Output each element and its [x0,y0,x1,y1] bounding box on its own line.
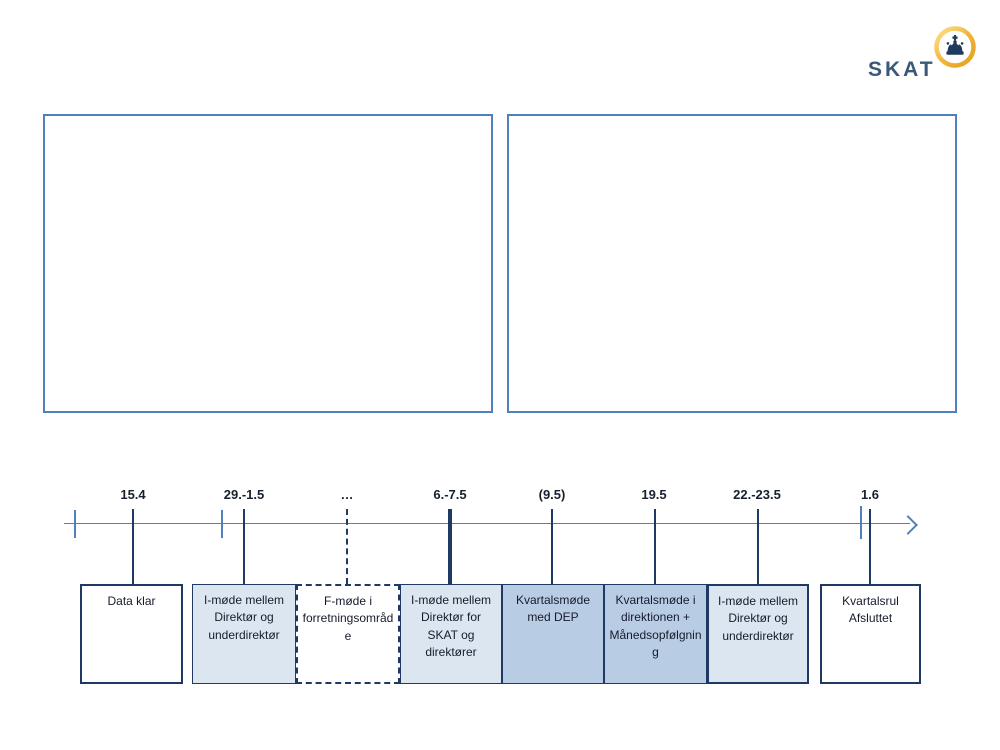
timeline-date-label: (9.5) [538,487,566,502]
milestone-label: I-møde mellem Direktør og underdirektør [717,594,798,643]
axis-tick [221,510,223,538]
timeline-date-label: 22.-23.5 [733,487,781,502]
connector-line [551,509,553,584]
axis-tick [860,506,862,539]
milestone-box-data-klar: Data klar [80,584,183,684]
axis-tick [74,510,76,538]
crown-in-ring-icon [934,26,976,68]
connector-line-dashed [346,509,348,584]
connector-line [757,509,759,584]
timeline-date-label: 6.-7.5 [433,487,467,502]
milestone-box-i-moede-2: I-møde mellem Direktør og underdirektør [707,584,809,684]
connector-line [132,509,134,584]
timeline-date-label: 15.4 [120,487,146,502]
milestone-box-kvartal-dep: Kvartalsmøde med DEP [502,584,604,684]
timeline-date-label: … [340,487,354,502]
content-panel-left [43,114,493,413]
timeline-arrow-icon [898,514,918,535]
timeline-date-label: 1.6 [860,487,880,502]
timeline-axis [64,523,910,524]
milestone-box-i-moede-1: I-møde mellem Direktør og underdirektør [192,584,296,684]
timeline-date-label: 29.-1.5 [223,487,265,502]
milestone-label: Kvartalsmøde med DEP [515,593,591,625]
milestone-box-f-moede: F-møde i forretningsområde [296,584,400,684]
connector-line [869,509,871,584]
milestone-label: I-møde mellem Direktør og underdirektør [203,593,284,642]
milestone-label: Kvartalsrul Afsluttet [842,594,899,626]
connector-line [448,509,452,584]
milestone-label: Kvartalsmøde i direktionen + Månedsopføl… [609,593,702,660]
skat-logo: SKAT [860,22,985,88]
content-panel-right [507,114,957,413]
connector-line [654,509,656,584]
connector-line [243,509,245,584]
skat-wordmark: SKAT [868,58,936,81]
milestone-box-i-moede-skat: I-møde mellem Direktør for SKAT og direk… [400,584,502,684]
milestone-label: Data klar [107,594,156,608]
milestone-label: I-møde mellem Direktør for SKAT og direk… [410,593,491,660]
milestone-label: F-møde i forretningsområde [302,594,394,643]
milestone-box-kvartal-direktion: Kvartalsmøde i direktionen + Månedsopføl… [604,584,707,684]
milestone-box-kvartalsrul: Kvartalsrul Afsluttet [820,584,921,684]
timeline-date-label: 19.5 [641,487,667,502]
